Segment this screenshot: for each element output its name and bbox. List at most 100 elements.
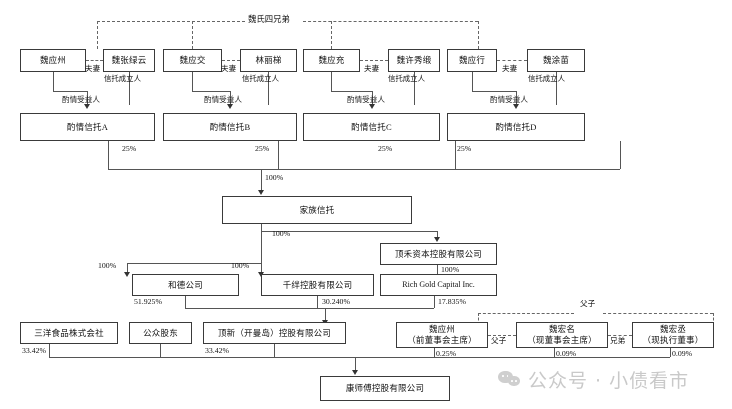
trust-name: 酌情信托C [351, 121, 392, 132]
richgold-out-drop [434, 296, 435, 308]
company-name: 和德公司 [168, 279, 203, 290]
family-trust-share-in: 100% [265, 173, 284, 182]
settlor-drop-4 [556, 72, 557, 105]
dingxin-bus [185, 308, 434, 309]
dinghe-feed [437, 231, 438, 238]
elbow-h-b1 [53, 91, 87, 92]
executive-box-1[interactable]: 魏应州 （前董事会主席） [396, 322, 488, 348]
bottom-bus-right [434, 357, 670, 358]
person-box-spouse-2[interactable]: 林丽梯 [240, 49, 297, 72]
listed-company-box[interactable]: 康师傅控股有限公司 [320, 376, 450, 401]
person-box-brother-1[interactable]: 魏应州 [20, 49, 86, 72]
trust-c-share: 25% [378, 144, 393, 153]
wechat-icon [498, 370, 521, 389]
exec-link-2-3 [608, 335, 632, 336]
trust-c-drop [455, 141, 456, 169]
family-trust-left-bus [127, 263, 261, 264]
arrow-trust-1 [84, 104, 90, 109]
beneficiary-label-3: 酌情受益人 [347, 95, 385, 104]
person-box-brother-4[interactable]: 魏应行 [447, 49, 497, 72]
richgold-capital-box[interactable]: Rich Gold Capital Inc. [380, 274, 497, 296]
trust-box-d[interactable]: 酌情信托D [447, 113, 585, 141]
qianban-holdings-box[interactable]: 千绊控股有限公司 [261, 274, 374, 296]
executive-box-3[interactable]: 魏宏丞 （现执行董事） [632, 322, 714, 348]
hede-out-drop [185, 296, 186, 308]
trust-a-drop [108, 141, 109, 169]
trust-box-c[interactable]: 酌情信托C [303, 113, 440, 141]
person-name: 魏应行 [458, 55, 486, 66]
exec-bracket-right [603, 313, 713, 314]
arrow-family-trust [258, 190, 264, 195]
person-box-spouse-1[interactable]: 魏张绿云 [103, 49, 155, 72]
arrow-hede [124, 272, 130, 277]
company-name: 顶禾资本控股有限公司 [394, 248, 482, 259]
company-name: Rich Gold Capital Inc. [402, 280, 475, 289]
trust-box-a[interactable]: 酌情信托A [20, 113, 155, 141]
dingxin-feed [325, 308, 326, 321]
brothers-bracket-right [303, 21, 478, 22]
trust-b-share: 25% [255, 144, 270, 153]
person-name: 魏宏丞 [659, 324, 687, 335]
dingxin-share: 33.42% [205, 346, 230, 355]
elbow-v-b1 [53, 72, 54, 91]
dinghe-share-in: 100% [272, 229, 291, 238]
settlor-drop-1 [129, 72, 130, 105]
dingxin-drop [274, 344, 275, 357]
person-name: 魏应州 [39, 55, 67, 66]
watermark-text: 公众号 · 小债看市 [528, 370, 690, 392]
elbow-drop-1 [87, 91, 88, 105]
person-box-brother-2[interactable]: 魏应交 [163, 49, 222, 72]
spouse-label-4: 夫妻 [502, 64, 518, 73]
person-box-brother-3[interactable]: 魏应充 [303, 49, 360, 72]
person-role: （现董事会主席） [527, 335, 597, 345]
bottom-bus-mid [274, 357, 434, 358]
arrow-listed-company [352, 370, 358, 375]
exec-bracket-drop-left [478, 313, 479, 325]
person-name: 魏宏名 [548, 324, 576, 335]
elbow-h-b4 [472, 91, 516, 92]
trust-name: 酌情信托A [66, 121, 109, 132]
person-box-spouse-4[interactable]: 魏涂苗 [527, 49, 585, 72]
exec3-drop [670, 348, 671, 357]
elbow-v-b2 [192, 72, 193, 91]
family-trust-box[interactable]: 家族信托 [222, 196, 412, 224]
executive-1-share: 0.25% [436, 349, 457, 358]
elbow-v-b4 [472, 72, 473, 91]
executive-box-2[interactable]: 魏宏名 （现董事会主席） [516, 322, 608, 348]
company-name: 三洋食品株式会社 [34, 327, 104, 338]
bottom-bus-left [49, 357, 274, 358]
brothers-drop-1 [97, 21, 98, 49]
trust-bus [108, 169, 620, 170]
arrow-trust-4 [513, 104, 519, 109]
father-son-top-label: 父子 [578, 299, 598, 308]
dingxin-cayman-box[interactable]: 顶新（开曼岛）控股有限公司 [203, 322, 346, 344]
person-name: 魏涂苗 [542, 55, 570, 66]
arrow-trust-2 [227, 104, 233, 109]
exec-link-1-2 [488, 335, 516, 336]
dinghe-capital-box[interactable]: 顶禾资本控股有限公司 [380, 243, 497, 265]
brothers-bracket-left [97, 21, 245, 22]
elbow-h-b3 [331, 91, 372, 92]
spouse-link-1 [86, 60, 103, 61]
settlor-drop-3 [414, 72, 415, 105]
person-role: （前董事会主席） [407, 335, 477, 345]
hede-company-box[interactable]: 和德公司 [132, 274, 239, 296]
public-shareholders-box[interactable]: 公众股东 [129, 322, 192, 344]
beneficiary-label-1: 酌情受益人 [62, 95, 100, 104]
family-trust-drop [261, 224, 262, 263]
qianban-share-in: 100% [231, 261, 250, 270]
spouse-label-3: 夫妻 [364, 64, 380, 73]
trust-box-b[interactable]: 酌情信托B [163, 113, 297, 141]
exec-bracket-drop-right [713, 313, 714, 325]
exec-bracket-left [478, 313, 574, 314]
company-name: 公众股东 [143, 327, 178, 338]
spouse-label-2: 夫妻 [221, 64, 237, 73]
elbow-drop-4 [516, 91, 517, 105]
spouse-link-4 [497, 60, 527, 61]
trust-b-drop [278, 141, 279, 169]
exec2-drop [554, 348, 555, 357]
person-box-spouse-3[interactable]: 魏许秀缎 [388, 49, 440, 72]
sanyo-foods-box[interactable]: 三洋食品株式会社 [20, 322, 118, 344]
brothers-label: 兄弟 [608, 336, 628, 345]
